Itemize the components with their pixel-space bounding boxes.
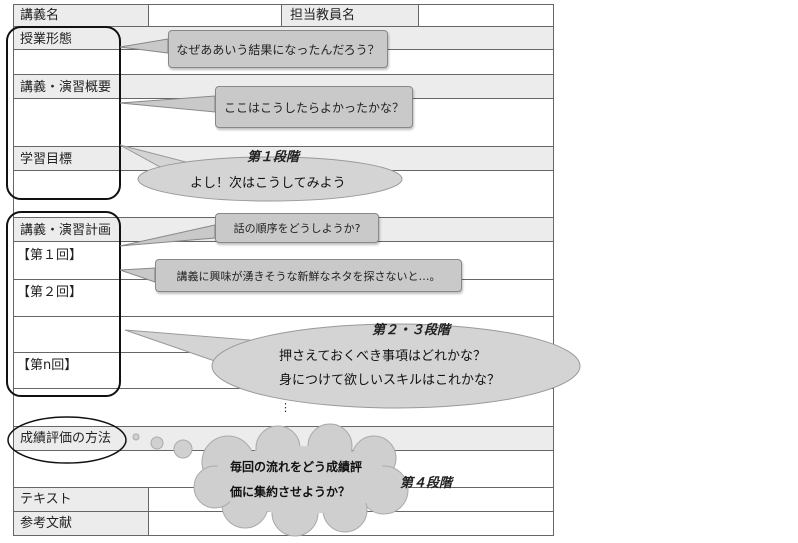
speech-bubble-2-text: ここはこうしたらよかったかな？	[223, 100, 404, 115]
speech-bubble-5: 講義に興味が湧きそうな新鮮なネタを探さないと…。	[155, 259, 462, 292]
textbook-label: テキスト	[20, 492, 72, 507]
ellipsis-mark: ⋮	[280, 401, 291, 414]
speech-bubble-1: なぜああいう結果になったんだろう？	[168, 30, 388, 68]
speech-bubble-6-line1: 押さえておくべき事項はどれかな？	[279, 349, 486, 364]
thought-cloud-line1: 毎回の流れをどう成績評	[230, 460, 363, 474]
stage-2-3-label: 第２・３段階	[372, 323, 451, 338]
speech-bubble-5-text: 講義に興味が湧きそうな新鮮なネタを探さないと…。	[176, 269, 441, 283]
speech-bubble-4: 話の順序をどうしようか?	[215, 213, 379, 243]
teacher-label: 担当教員名	[290, 8, 356, 23]
speech-bubble-6-line2: 身につけて欲しいスキルはこれかな？	[279, 373, 501, 388]
goals-label: 学習目標	[20, 152, 73, 167]
references-value-cell	[148, 511, 554, 536]
textbook-value-cell	[148, 487, 554, 512]
stage-1-label: 第１段階	[247, 150, 300, 165]
references-label: 参考文献	[20, 516, 73, 531]
speech-bubble-2: ここはこうしたらよかったかな？	[215, 86, 413, 128]
speech-bubble-4-text: 話の順序をどうしようか?	[233, 222, 361, 235]
course-name-value-cell	[148, 4, 282, 27]
course-name-label: 講義名	[20, 8, 60, 23]
overview-label: 講義・演習概要	[20, 80, 112, 95]
teacher-value-cell	[418, 4, 554, 27]
session-1-label: 【第１回】	[17, 248, 83, 263]
session-2-label: 【第２回】	[17, 285, 83, 300]
evaluation-label: 成績評価の方法	[20, 431, 112, 446]
class-format-label: 授業形態	[20, 32, 73, 47]
thought-cloud-line2: 価に集約させようか？	[230, 485, 351, 499]
speech-bubble-3-text: よし！次はこうしてみよう	[190, 176, 346, 191]
stage-4-label: 第４段階	[400, 476, 453, 491]
references-label-cell	[13, 511, 149, 536]
speech-bubble-1-text: なぜああいう結果になったんだろう？	[176, 42, 380, 57]
session-n-label: 【第n回】	[17, 358, 78, 373]
plan-label: 講義・演習計画	[20, 223, 112, 238]
